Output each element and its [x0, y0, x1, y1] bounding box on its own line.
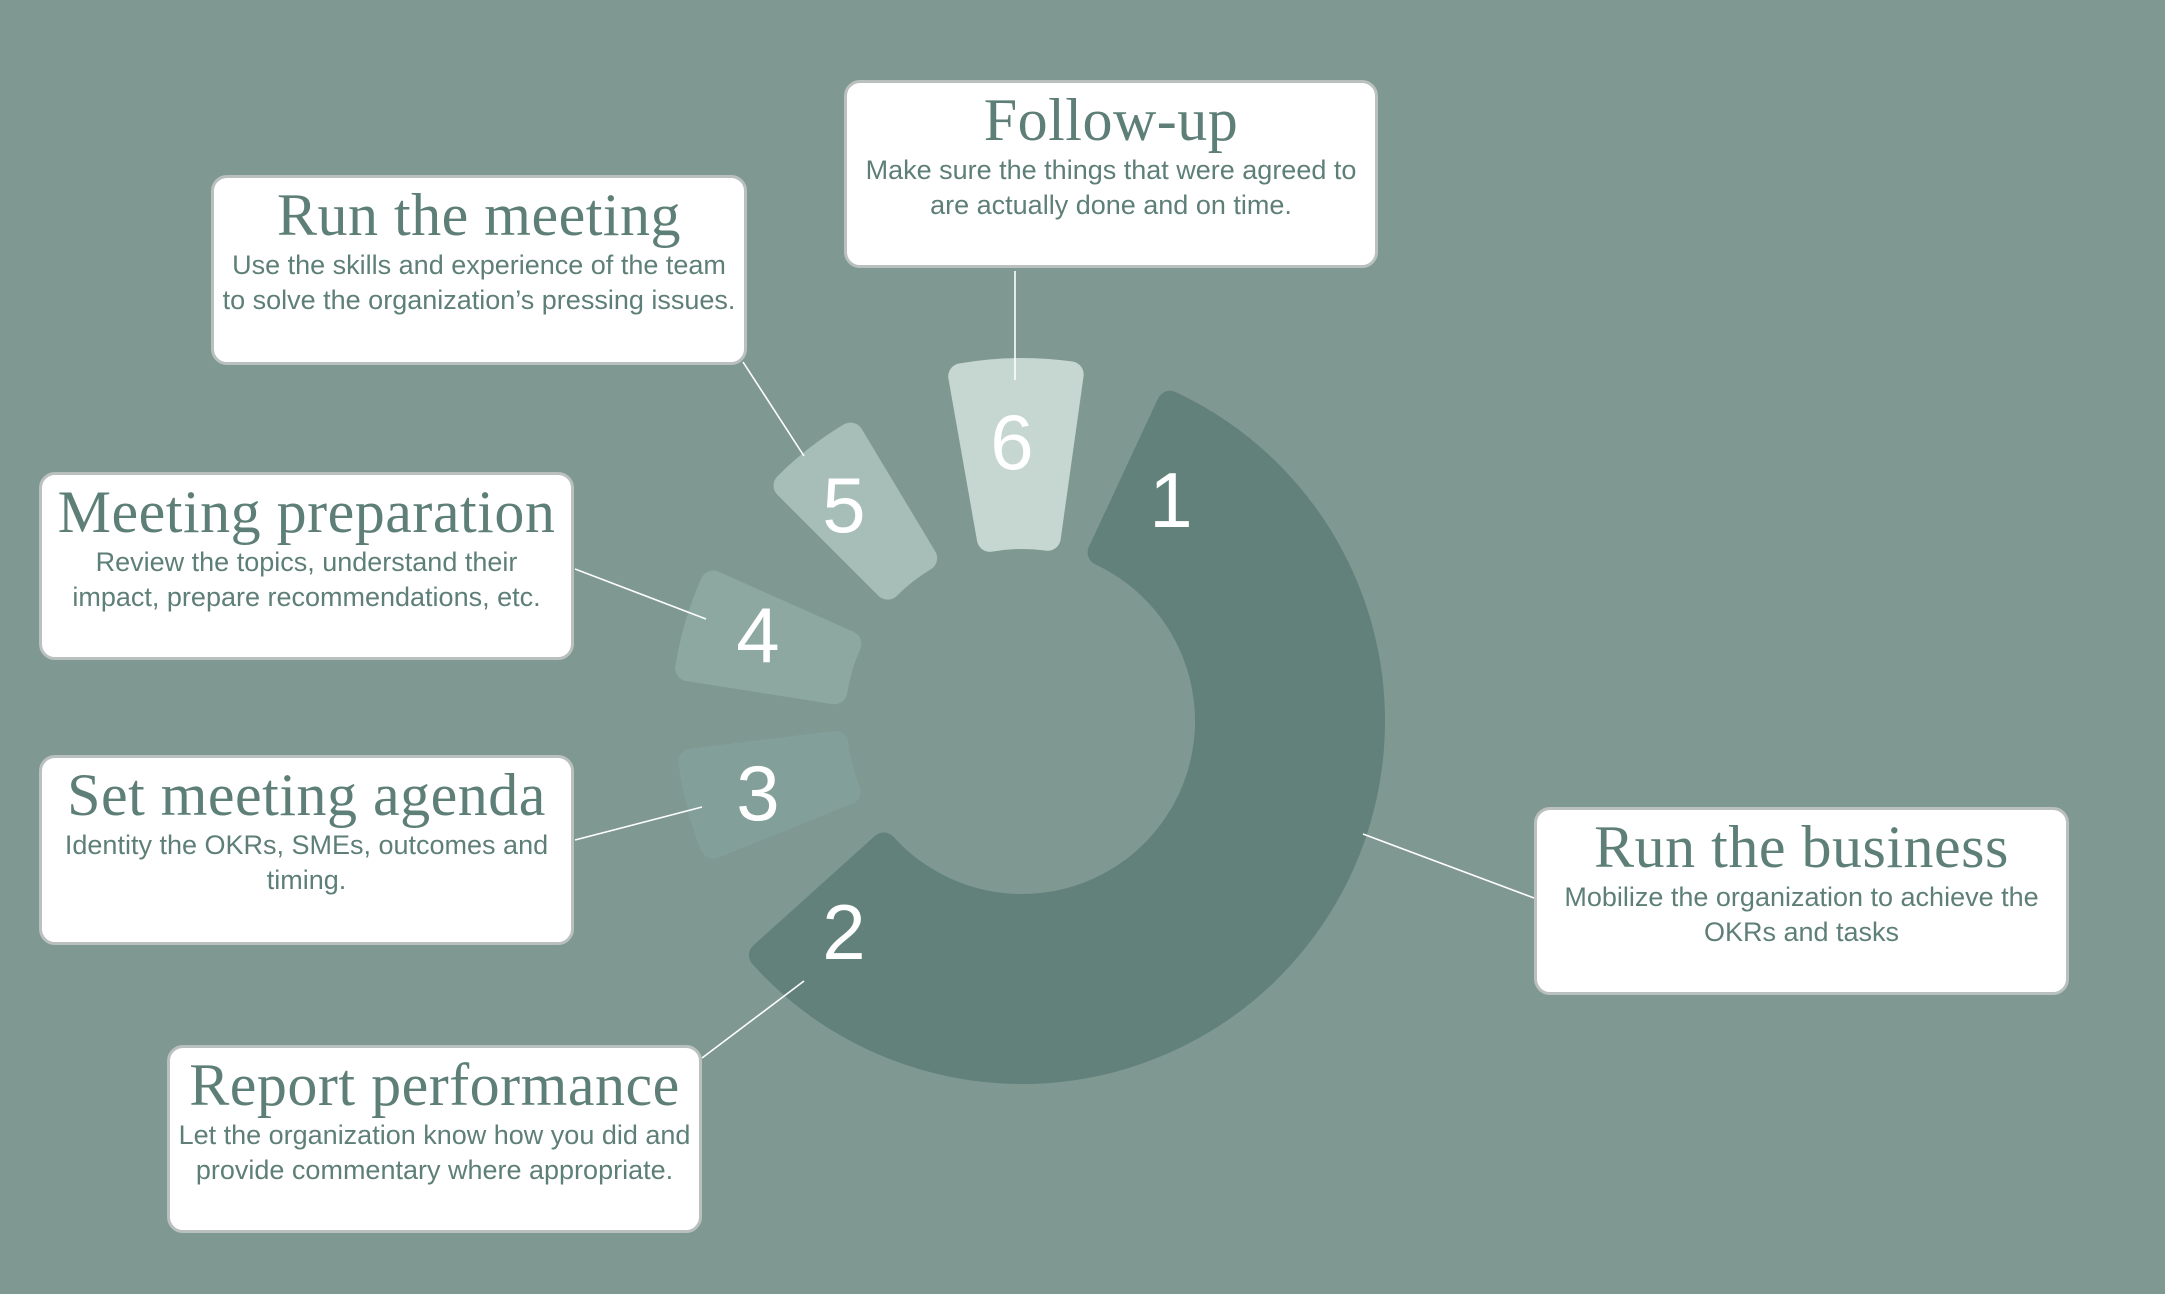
callout-title: Run the business	[1594, 814, 2009, 880]
connector-run-business	[1362, 833, 1535, 899]
segment-3-set-agenda	[678, 730, 861, 859]
callout-run-meeting: Run the meeting Use the skills and exper…	[211, 175, 747, 365]
callout-set-agenda: Set meeting agenda Identity the OKRs, SM…	[39, 755, 574, 945]
callout-description: Identity the OKRs, SMEs, outcomes and ti…	[64, 830, 549, 895]
connector-set-agenda	[574, 806, 703, 841]
step-number-6: 6	[990, 398, 1034, 486]
segment-1-2-run-business-report	[748, 390, 1385, 1084]
connector-run-meeting	[742, 361, 805, 457]
callout-description: Use the skills and experience of the tea…	[222, 250, 736, 315]
connector-report-performance	[701, 980, 805, 1059]
callout-title: Meeting preparation	[57, 479, 556, 545]
step-number-2: 2	[822, 888, 866, 976]
segment-5-run-meeting	[773, 422, 938, 600]
segment-4-meeting-preparation	[675, 570, 862, 705]
callout-description: Review the topics, understand their impa…	[72, 547, 541, 612]
callout-follow-up: Follow-up Make sure the things that were…	[844, 80, 1378, 268]
callout-title: Run the meeting	[276, 182, 682, 248]
callout-title: Follow-up	[983, 87, 1239, 153]
step-number-5: 5	[822, 461, 866, 549]
step-number-4: 4	[736, 591, 780, 679]
step-number-3: 3	[736, 749, 780, 837]
segment-6-follow-up	[948, 358, 1084, 552]
callout-title: Set meeting agenda	[67, 762, 546, 828]
callout-report-performance: Report performance Let the organization …	[167, 1045, 702, 1233]
callout-title: Report performance	[189, 1052, 680, 1118]
connector-meeting-preparation	[574, 568, 707, 620]
step-number-1: 1	[1149, 456, 1193, 544]
callout-description: Mobilize the organization to achieve the…	[1564, 882, 2039, 947]
callout-run-business: Run the business Mobilize the organizati…	[1534, 807, 2069, 995]
callout-description: Make sure the things that were agreed to…	[865, 155, 1357, 220]
callout-meeting-preparation: Meeting preparation Review the topics, u…	[39, 472, 574, 660]
callout-description: Let the organization know how you did an…	[178, 1120, 691, 1185]
